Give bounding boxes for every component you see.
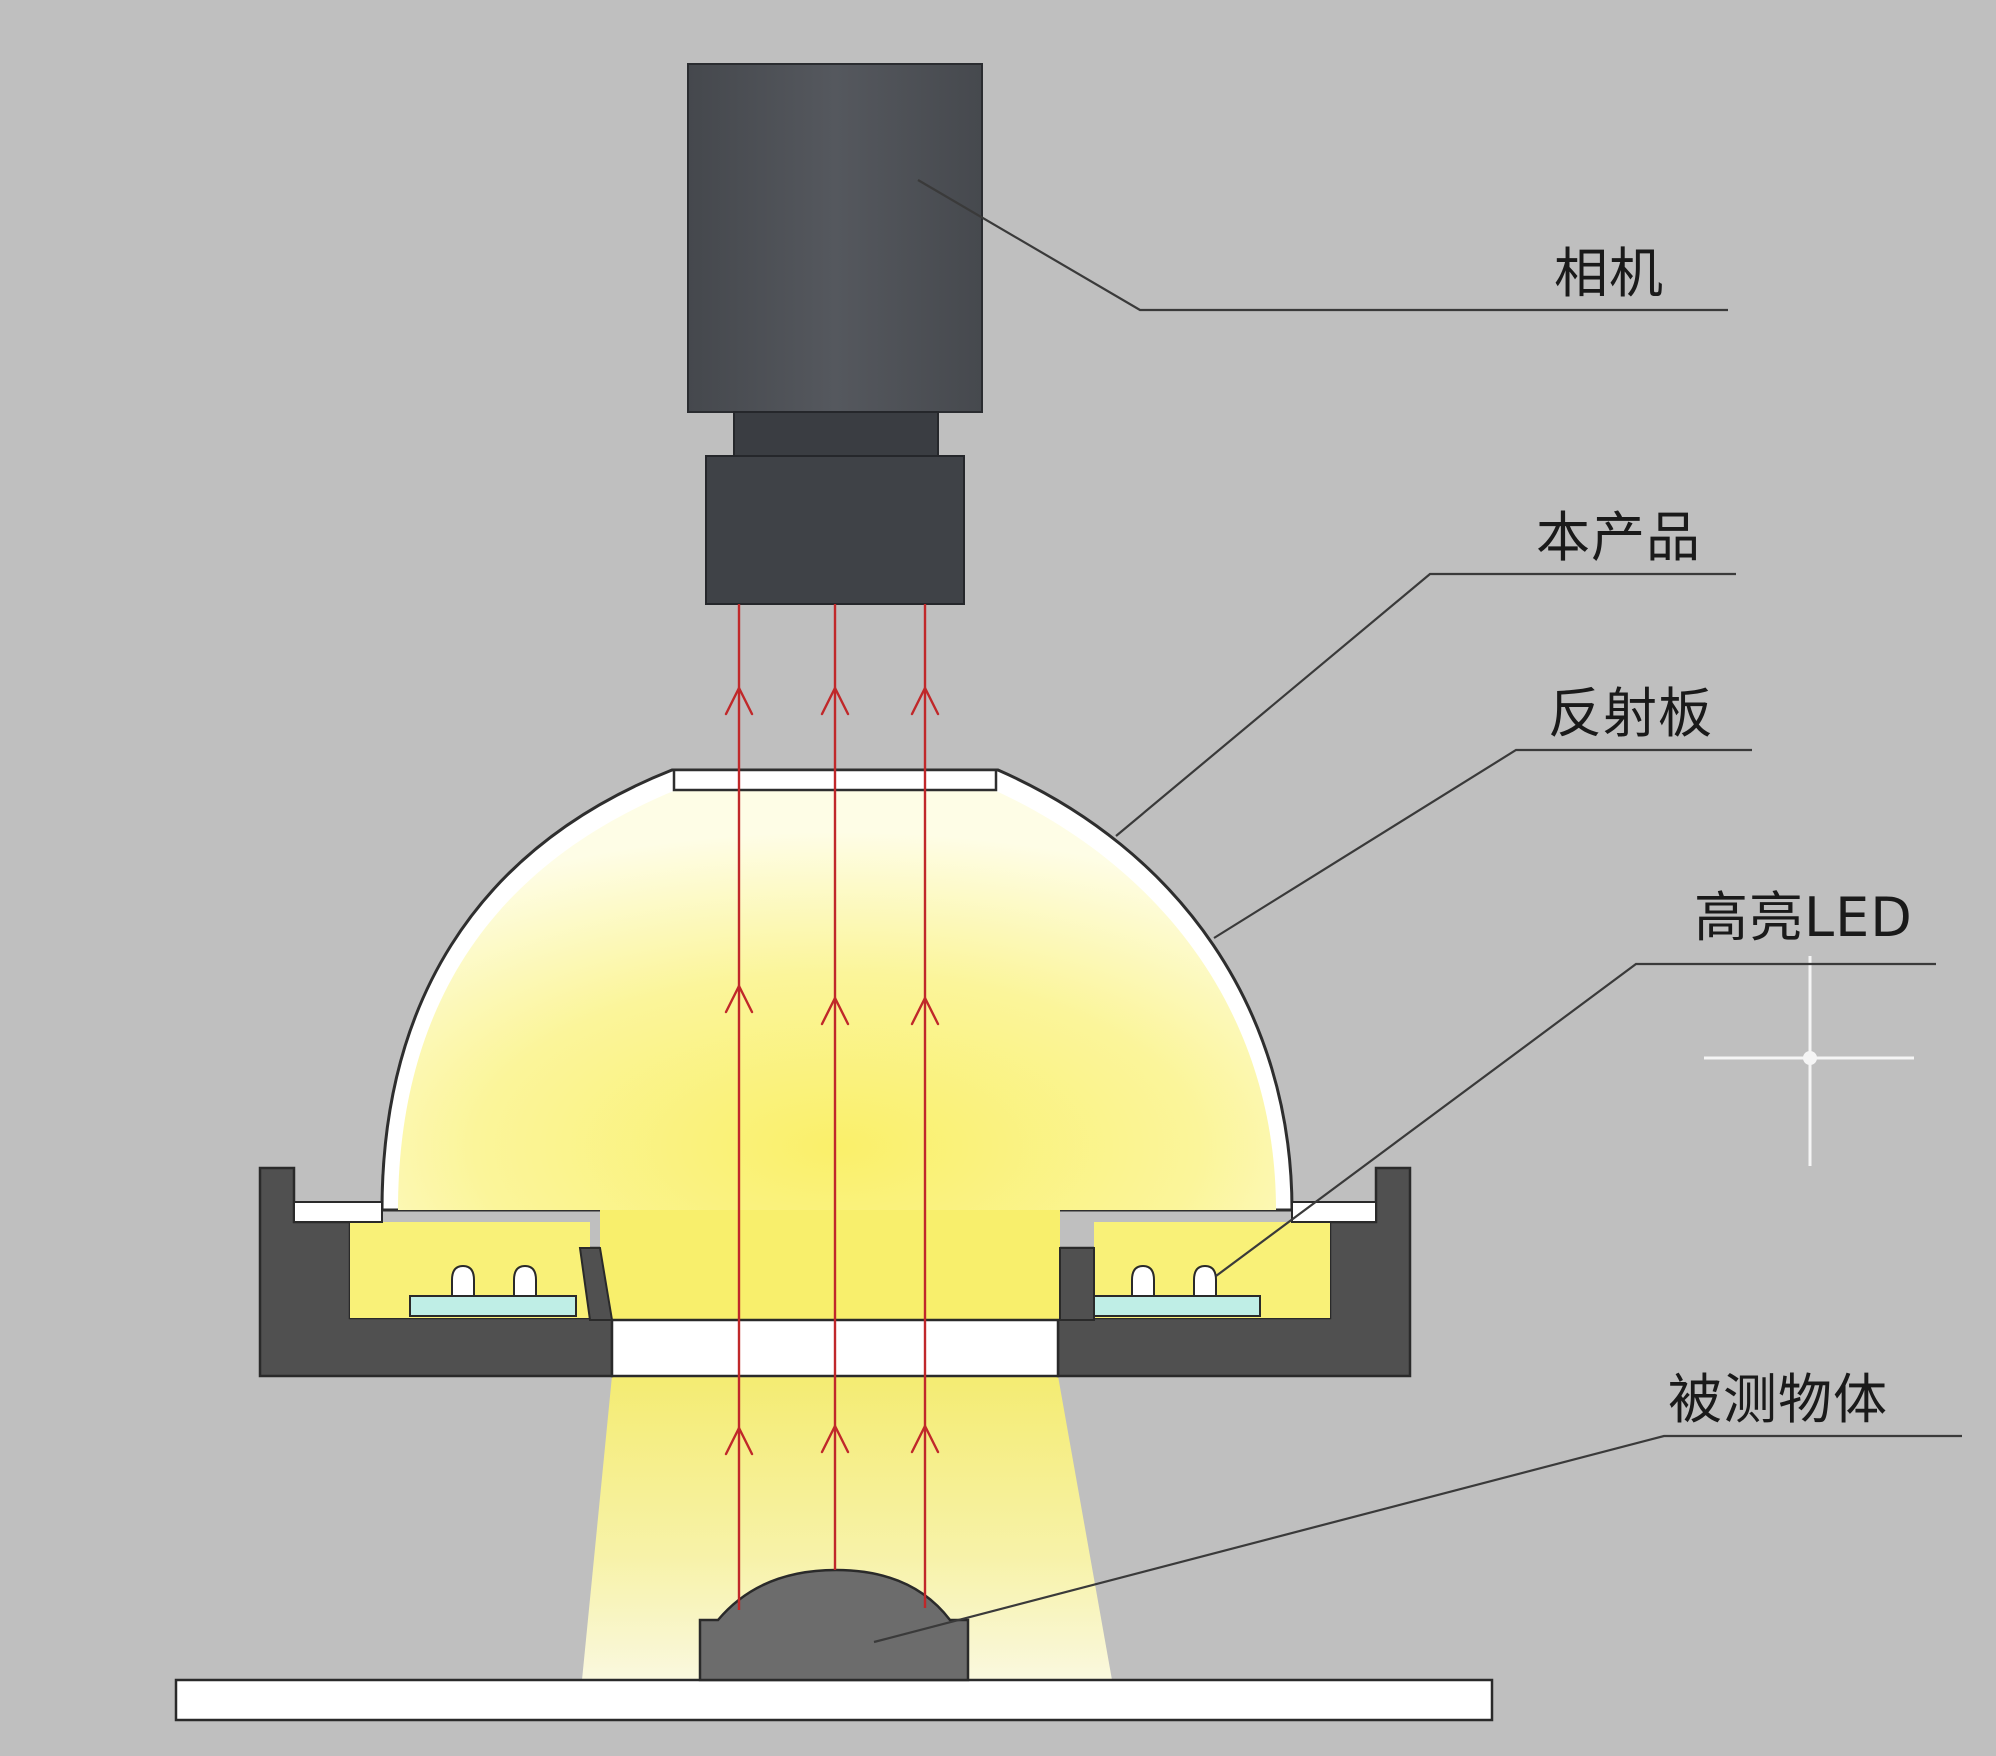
sparkle-icon	[1704, 956, 1914, 1166]
up-arrow-icon	[724, 1426, 754, 1456]
up-arrow-icon	[724, 984, 754, 1014]
camera-lens-neck	[733, 411, 939, 457]
camera-lens	[705, 455, 965, 605]
dome-light	[380, 768, 1294, 1212]
up-arrow-icon	[910, 996, 940, 1026]
base-light-fill-center	[600, 1210, 1060, 1320]
callout-reflector: 反射板	[1213, 682, 1752, 939]
led-group-left	[409, 1264, 577, 1317]
callout-camera: 相机	[917, 179, 1728, 312]
inner-post-left	[578, 1247, 614, 1321]
camera	[687, 63, 983, 605]
led-bulb-icon	[513, 1264, 537, 1297]
label-camera: 相机	[1554, 242, 1664, 305]
light-rays	[724, 604, 940, 1610]
callout-object: 被测物体	[873, 1368, 1962, 1644]
up-arrow-icon	[910, 686, 940, 716]
ledge-right	[1291, 1201, 1377, 1223]
light-beam	[582, 1376, 1112, 1680]
led-bulb-icon	[451, 1264, 475, 1297]
led-bulb-icon	[1131, 1264, 1155, 1297]
up-arrow-icon	[820, 996, 850, 1026]
up-arrow-icon	[820, 686, 850, 716]
led-board-left	[409, 1295, 577, 1317]
ledge-left	[293, 1201, 383, 1223]
up-arrow-icon	[724, 686, 754, 716]
callout-product: 本产品	[1115, 506, 1736, 837]
up-arrow-icon	[910, 1424, 940, 1454]
led-board-right	[1093, 1295, 1261, 1317]
label-reflector: 反射板	[1548, 682, 1713, 745]
led-bulb-icon	[1193, 1264, 1217, 1297]
up-arrow-icon	[820, 1424, 850, 1454]
camera-body	[687, 63, 983, 413]
label-led: 高亮LED	[1694, 886, 1913, 949]
led-group-right	[1093, 1264, 1261, 1317]
stage-platform	[174, 1678, 1494, 1722]
label-object: 被测物体	[1668, 1368, 1888, 1431]
label-product: 本产品	[1536, 506, 1701, 569]
callout-led: 高亮LED	[1215, 886, 1936, 1277]
inner-post-right	[1059, 1247, 1095, 1321]
